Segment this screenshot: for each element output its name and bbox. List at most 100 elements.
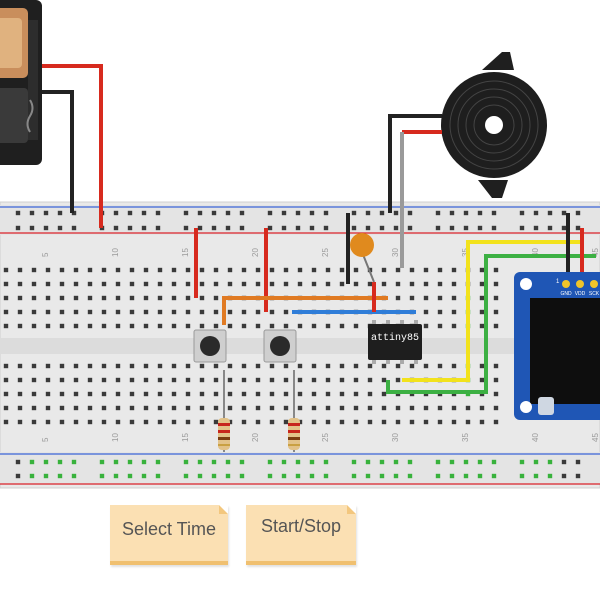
- breadboard-hole: [87, 391, 93, 397]
- breadboard-hole: [31, 309, 37, 315]
- breadboard-hole: [227, 363, 233, 369]
- breadboard-hole: [101, 281, 107, 287]
- breadboard-hole: [17, 309, 23, 315]
- push-button-icon: [193, 329, 227, 363]
- breadboard-hole: [143, 405, 149, 411]
- breadboard-hole: [17, 281, 23, 287]
- breadboard-hole: [73, 323, 79, 329]
- breadboard-hole: [339, 363, 345, 369]
- breadboard-hole: [323, 225, 329, 231]
- column-number: 20: [251, 433, 260, 442]
- breadboard-hole: [143, 377, 149, 383]
- breadboard-hole: [199, 419, 205, 425]
- breadboard-hole: [477, 210, 483, 216]
- breadboard-hole: [351, 225, 357, 231]
- breadboard-hole: [395, 267, 401, 273]
- breadboard-hole: [255, 267, 261, 273]
- breadboard-hole: [339, 419, 345, 425]
- breadboard-hole: [31, 363, 37, 369]
- breadboard-hole: [3, 295, 9, 301]
- breadboard-hole: [73, 419, 79, 425]
- breadboard-hole: [353, 323, 359, 329]
- wire-black-buzzer: [388, 114, 442, 213]
- breadboard-hole: [449, 473, 455, 479]
- breadboard-hole: [225, 225, 231, 231]
- breadboard-hole: [295, 225, 301, 231]
- breadboard-hole: [227, 309, 233, 315]
- breadboard-hole: [255, 391, 261, 397]
- breadboard-hole: [451, 281, 457, 287]
- breadboard-hole: [283, 377, 289, 383]
- breadboard-hole: [491, 225, 497, 231]
- breadboard-hole: [31, 267, 37, 273]
- breadboard-hole: [157, 295, 163, 301]
- breadboard-hole: [87, 281, 93, 287]
- breadboard-hole: [493, 295, 499, 301]
- breadboard-hole: [157, 391, 163, 397]
- breadboard-hole: [381, 391, 387, 397]
- breadboard-hole: [449, 459, 455, 465]
- breadboard-hole: [185, 295, 191, 301]
- column-number: 45: [591, 248, 600, 257]
- breadboard-hole: [45, 377, 51, 383]
- display-pin-label: GND: [560, 291, 572, 297]
- breadboard-hole: [59, 323, 65, 329]
- breadboard-hole: [281, 210, 287, 216]
- breadboard-hole: [15, 459, 21, 465]
- breadboard-hole: [325, 419, 331, 425]
- breadboard-hole: [171, 377, 177, 383]
- breadboard-hole: [309, 459, 315, 465]
- breadboard-hole: [57, 210, 63, 216]
- breadboard-hole: [407, 210, 413, 216]
- breadboard-hole: [351, 459, 357, 465]
- breadboard-hole: [3, 323, 9, 329]
- breadboard-hole: [31, 377, 37, 383]
- breadboard-hole: [129, 377, 135, 383]
- breadboard-hole: [393, 225, 399, 231]
- breadboard-hole: [143, 281, 149, 287]
- breadboard-hole: [17, 377, 23, 383]
- breadboard-hole: [255, 323, 261, 329]
- breadboard-hole: [269, 377, 275, 383]
- breadboard-hole: [519, 225, 525, 231]
- breadboard-hole: [45, 391, 51, 397]
- breadboard-hole: [269, 419, 275, 425]
- breadboard-hole: [393, 210, 399, 216]
- breadboard-hole: [87, 323, 93, 329]
- breadboard-hole: [325, 405, 331, 411]
- breadboard-hole: [171, 405, 177, 411]
- breadboard-hole: [213, 405, 219, 411]
- breadboard-hole: [379, 225, 385, 231]
- breadboard-hole: [311, 405, 317, 411]
- breadboard-hole: [197, 225, 203, 231]
- wire-black-ground: [42, 90, 74, 213]
- breadboard-hole: [185, 391, 191, 397]
- column-number: 35: [461, 433, 470, 442]
- breadboard-hole: [17, 391, 23, 397]
- breadboard-hole: [451, 323, 457, 329]
- breadboard-hole: [197, 459, 203, 465]
- oled-display-icon: 1 GND VDD SCK: [514, 272, 600, 420]
- breadboard-hole: [31, 323, 37, 329]
- breadboard-hole: [449, 210, 455, 216]
- select-time-label: Select Time: [121, 519, 217, 539]
- breadboard-hole: [379, 473, 385, 479]
- breadboard-hole: [255, 377, 261, 383]
- breadboard-hole: [561, 473, 567, 479]
- breadboard-hole: [283, 323, 289, 329]
- top-power-rail: [0, 205, 600, 235]
- breadboard-hole: [339, 323, 345, 329]
- breadboard-hole: [267, 225, 273, 231]
- breadboard-hole: [127, 210, 133, 216]
- breadboard-hole: [437, 419, 443, 425]
- breadboard-hole: [171, 419, 177, 425]
- breadboard-hole: [311, 323, 317, 329]
- breadboard-hole: [269, 405, 275, 411]
- breadboard-hole: [575, 210, 581, 216]
- breadboard-hole: [143, 391, 149, 397]
- breadboard-hole: [283, 267, 289, 273]
- breadboard-hole: [379, 210, 385, 216]
- breadboard-hole: [269, 363, 275, 369]
- breadboard-hole: [297, 391, 303, 397]
- breadboard-hole: [407, 473, 413, 479]
